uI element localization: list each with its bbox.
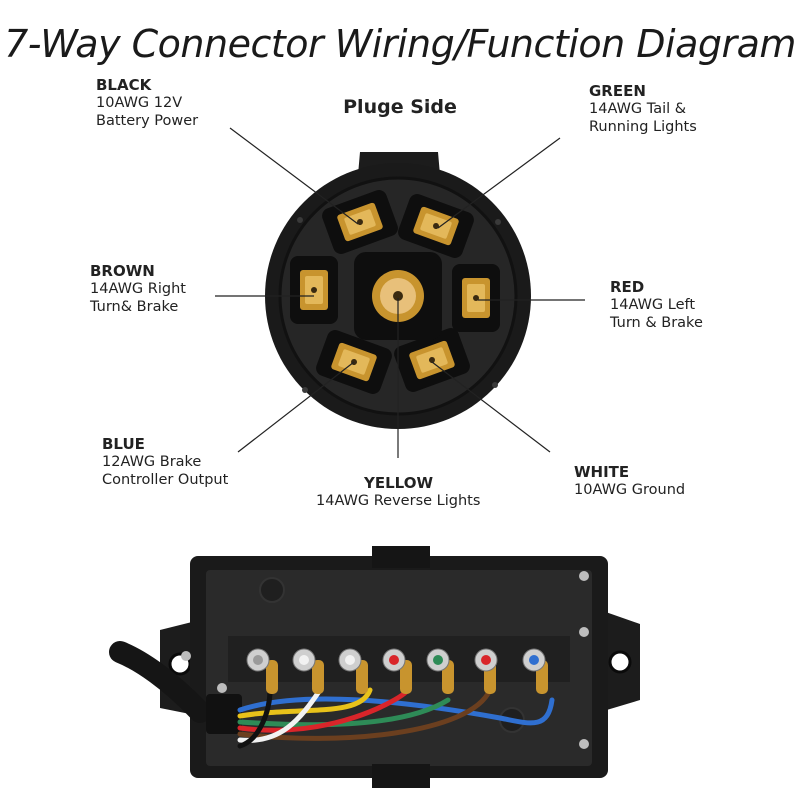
plug-mold-dot xyxy=(302,387,308,393)
label-blue-name: BLUE xyxy=(102,435,145,453)
wire-black xyxy=(237,687,273,749)
terminal-wires xyxy=(237,687,555,749)
box-post xyxy=(259,577,285,603)
label-brown: BROWN 14AWG Right Turn& Brake xyxy=(90,262,186,316)
terminal-black xyxy=(246,648,278,694)
label-white: WHITE 10AWG Ground xyxy=(574,463,685,499)
label-green-desc: 14AWG Tail & Running Lights xyxy=(589,101,697,135)
label-red-desc: 14AWG Left Turn & Brake xyxy=(610,297,703,331)
plug-mold-dot xyxy=(297,217,303,223)
label-yellow-name: YELLOW xyxy=(364,474,433,492)
cable-grommet xyxy=(206,694,242,734)
corner-screw xyxy=(579,739,589,749)
wire-red xyxy=(237,687,411,733)
terminal-brown xyxy=(474,648,498,694)
terminal-green xyxy=(426,648,454,694)
label-blue: BLUE 12AWG Brake Controller Output xyxy=(102,435,228,489)
label-brown-desc: 14AWG Right Turn& Brake xyxy=(90,281,186,315)
terminal-yellow xyxy=(338,648,368,694)
label-yellow-desc: 14AWG Reverse Lights xyxy=(316,493,481,509)
wire-brown xyxy=(237,687,493,741)
pin-black xyxy=(322,190,398,254)
junction-box xyxy=(109,546,640,788)
box-top-notch xyxy=(372,546,430,568)
label-yellow: YELLOW 14AWG Reverse Lights xyxy=(316,474,480,510)
label-white-desc: 10AWG Ground xyxy=(574,482,686,498)
corner-screw xyxy=(217,683,227,693)
label-black-desc: 10AWG 12V Battery Power xyxy=(96,95,199,129)
right-mount-hole xyxy=(608,650,632,674)
label-black: BLACK 10AWG 12V Battery Power xyxy=(96,76,198,130)
leader-lines xyxy=(215,127,585,458)
label-green-name: GREEN xyxy=(589,82,646,100)
label-green: GREEN 14AWG Tail & Running Lights xyxy=(589,82,697,136)
label-brown-name: BROWN xyxy=(90,262,155,280)
label-red-name: RED xyxy=(610,278,645,296)
leader-green xyxy=(437,137,561,229)
plug-connector xyxy=(265,152,531,429)
label-blue-desc: 12AWG Brake Controller Output xyxy=(102,454,229,488)
terminal-red xyxy=(382,648,412,694)
plug-mold-dot xyxy=(492,382,498,388)
leader-white xyxy=(431,361,551,453)
leader-black xyxy=(229,127,359,225)
leader-blue xyxy=(237,361,355,453)
pin-red xyxy=(452,264,500,332)
wire-blue xyxy=(237,696,555,726)
plug-side-label: Pluge Side xyxy=(343,96,457,118)
plug-mold-dot xyxy=(495,219,501,225)
pin-green xyxy=(398,194,474,258)
pin-brown xyxy=(290,256,338,324)
corner-screw xyxy=(579,571,589,581)
box-bottom-notch xyxy=(372,764,430,788)
label-black-name: BLACK xyxy=(96,76,152,94)
label-red: RED 14AWG Left Turn & Brake xyxy=(610,278,703,332)
label-white-name: WHITE xyxy=(574,463,630,481)
corner-screw xyxy=(181,651,191,661)
terminal-blue xyxy=(522,648,548,694)
terminal-white xyxy=(292,648,324,694)
incoming-cable xyxy=(109,641,211,723)
wire-yellow xyxy=(237,687,373,719)
corner-screw xyxy=(579,627,589,637)
terminals xyxy=(246,648,548,694)
pin-yellow-center xyxy=(354,252,442,340)
diagram-title: 7-Way Connector Wiring/Function Diagram xyxy=(4,22,796,66)
